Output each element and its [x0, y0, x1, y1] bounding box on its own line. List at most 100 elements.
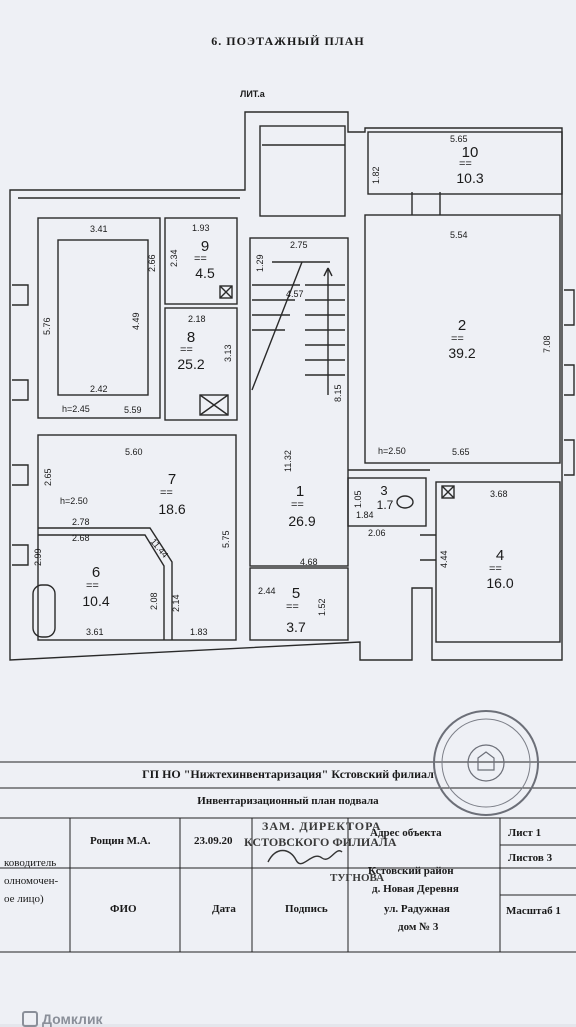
room-4-area: 16.0 [486, 575, 514, 591]
dim-label: 2.44 [258, 586, 276, 596]
page-title: 6. ПОЭТАЖНЫЙ ПЛАН [211, 34, 365, 48]
room-6-area: 10.4 [82, 593, 110, 609]
room-8-area: 25.2 [177, 356, 205, 372]
room-9-area: 4.5 [195, 265, 215, 281]
room-9-number: 9 [200, 238, 210, 255]
dim-label: 5.65 [452, 447, 470, 457]
dim-label: 2.75 [290, 240, 308, 250]
executor-name: Рощин М.А. [90, 835, 151, 847]
dim-label: 4.44 [439, 550, 449, 568]
lit-label: ЛИТ.а [240, 89, 265, 99]
dim-label: 1.05 [353, 490, 363, 508]
dim-label: 1.52 [317, 598, 327, 616]
overstamp-branch: КСТОВСКОГО ФИЛИАЛА [244, 835, 397, 849]
room-7-area: 18.6 [158, 501, 186, 517]
address-line-4: дом № 3 [398, 921, 439, 933]
dim-label: 4.49 [131, 312, 141, 330]
dim-label: 5.75 [221, 530, 231, 548]
col-fio: ФИО [110, 903, 137, 915]
round-seal-icon [433, 710, 539, 816]
dim-label: 3.61 [86, 627, 104, 637]
room-wall-left [37, 217, 161, 419]
dim-label: 2.08 [149, 592, 159, 610]
dim-label: h=2.45 [62, 404, 90, 414]
room-1-number: 1 [295, 483, 305, 500]
room-7-number: 7 [167, 471, 177, 488]
room-6-eq: == [86, 580, 99, 592]
dim-label: 11.32 [283, 450, 293, 472]
role-line-2: олномочен- [4, 875, 59, 887]
dim-label: 5.59 [124, 405, 142, 415]
dim-label: 2.42 [90, 384, 108, 394]
dim-label: 1.83 [190, 627, 208, 637]
org-name: ГП НО "Нижтехинвентаризация" Кстовский ф… [142, 767, 434, 781]
room-2-area: 39.2 [448, 345, 476, 361]
dim-label: 2.06 [368, 528, 386, 538]
room-2-height: h=2.50 [378, 446, 406, 456]
address-line-1: Кстовский район [368, 865, 454, 877]
sign-date: 23.09.20 [194, 835, 233, 847]
room-8-number: 8 [186, 329, 196, 346]
dim-label: 1.93 [192, 223, 210, 233]
dim-label: 5.60 [125, 447, 143, 457]
dim-label: 2.99 [33, 548, 43, 566]
room-1-eq: == [291, 499, 304, 511]
address-line-3: ул. Радужная [384, 903, 450, 915]
document-name: Инвентаризационный план подвала [197, 795, 379, 807]
room-2-number: 2 [457, 317, 467, 334]
watermark-text: Домклик [42, 1011, 103, 1027]
room-10-eq: == [459, 158, 472, 170]
room-3-number: 3 [380, 483, 388, 498]
dim-label: 4.68 [300, 557, 318, 567]
sheet-number: Лист 1 [508, 827, 542, 839]
dim-label: 7.08 [542, 335, 552, 353]
dim-label: 5.76 [42, 317, 52, 335]
dim-label: 2.65 [43, 468, 53, 486]
col-signature: Подпись [285, 903, 328, 915]
dim-label: 2.68 [72, 533, 90, 543]
room-3-area: 1.7 [376, 498, 394, 512]
outer-wall [9, 111, 563, 661]
dim-label: 1.29 [255, 254, 265, 272]
room-5-eq: == [286, 601, 299, 613]
house-logo-icon [22, 1011, 38, 1027]
dim-label: 5.54 [450, 230, 468, 240]
dim-label: 1.84 [356, 510, 374, 520]
role-line-3: ое лицо) [4, 893, 44, 905]
dim-label: 1.82 [371, 166, 381, 184]
room-4-eq: == [489, 563, 502, 575]
dim-label: 3.13 [223, 344, 233, 362]
room-6-number: 6 [91, 564, 101, 581]
room-4-number: 4 [495, 547, 505, 564]
sheet-count: Листов 3 [508, 852, 553, 864]
dim-label: 2.66 [147, 254, 157, 272]
room-8-eq: == [180, 344, 193, 356]
domclick-watermark: Домклик [22, 1011, 103, 1027]
scale-label: Масштаб 1 [506, 905, 561, 917]
room-5-area: 3.7 [286, 619, 306, 635]
dim-label: 3.41 [90, 224, 108, 234]
dim-label: 3.68 [490, 489, 508, 499]
room-10-number: 10 [461, 144, 479, 161]
dim-label: 8.15 [333, 384, 343, 402]
dim-label: 5.65 [450, 134, 468, 144]
dim-label: 2.14 [171, 594, 181, 612]
room-7-eq: == [160, 487, 173, 499]
col-date: Дата [212, 903, 236, 915]
room-1-area: 26.9 [288, 513, 316, 529]
dim-label: 2.34 [169, 249, 179, 267]
overstamp-title: ЗАМ. ДИРЕКТОРА [262, 819, 382, 833]
role-line-1: ководитель [4, 857, 57, 869]
room-5-number: 5 [291, 585, 301, 602]
dim-label: 4.57 [286, 289, 304, 299]
overstamp-person: ТУГНОВА [330, 872, 385, 884]
dim-label: 2.78 [72, 517, 90, 527]
room-2-eq: == [451, 333, 464, 345]
room-9-eq: == [194, 253, 207, 265]
room-7-height: h=2.50 [60, 496, 88, 506]
room-10-area: 10.3 [456, 170, 484, 186]
address-line-2: д. Новая Деревня [372, 883, 459, 895]
dim-label: 2.18 [188, 314, 206, 324]
